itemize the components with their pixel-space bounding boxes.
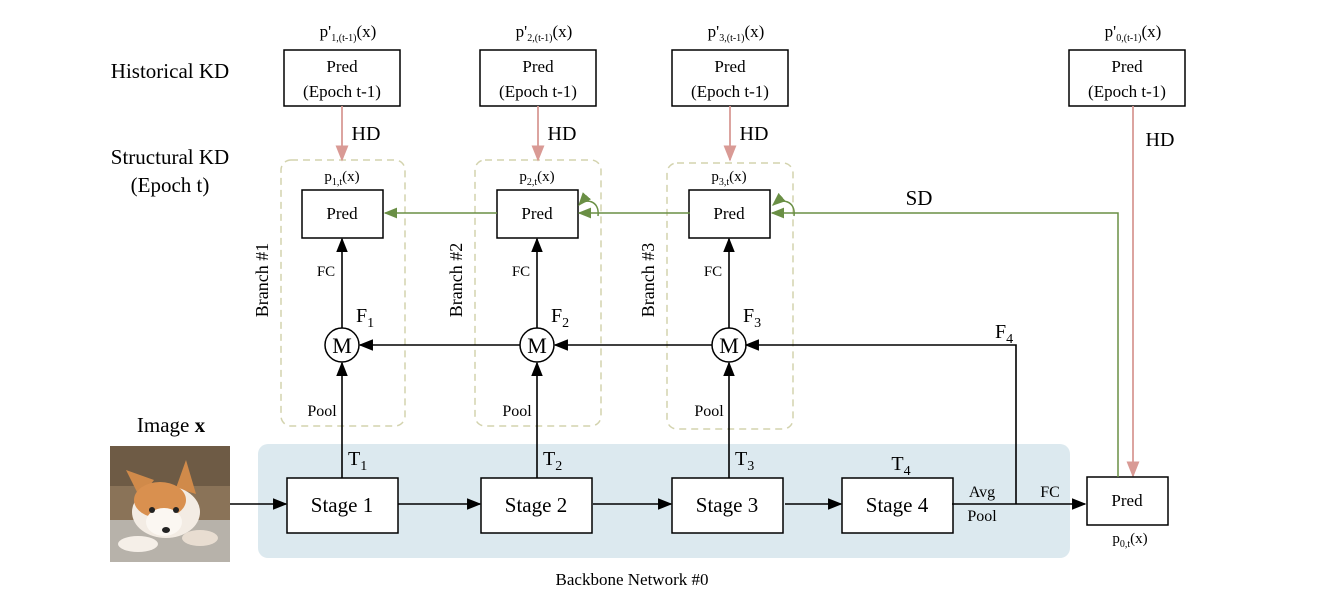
historical-pred-2: p'3,(t-1)(x) Pred (Epoch t-1) HD [671, 22, 789, 162]
branch-name: Branch #2 [446, 243, 466, 317]
historical-pred-0: p'1,(t-1)(x) Pred (Epoch t-1) HD [283, 22, 401, 162]
historical-pred-box [671, 49, 789, 107]
branch-pred-label: p2,t(x) [519, 169, 554, 188]
sd-label: SD [906, 186, 933, 210]
backbone-label: Backbone Network #0 [556, 570, 709, 589]
branch-pred-text: Pred [326, 204, 358, 223]
branch-name: Branch #1 [252, 243, 272, 317]
stage-box [286, 477, 399, 534]
branch-pred-box [688, 189, 771, 239]
historical-pred-line1: Pred [522, 57, 554, 76]
historical-pred-line2: (Epoch t-1) [1088, 82, 1166, 101]
stage-label: Stage 2 [505, 493, 567, 517]
sd-curl-branch2 [578, 192, 599, 217]
historical-pred-label: p'2,(t-1)(x) [516, 22, 573, 44]
stage-2: Stage 2 [480, 477, 593, 534]
merge-node-label: M [719, 333, 739, 358]
sd-curl-branch3 [771, 192, 795, 217]
final-pred-box [1086, 476, 1169, 526]
branch-3-region [666, 162, 794, 430]
tap-label: T2 [543, 448, 562, 474]
historical-pred-line2: (Epoch t-1) [303, 82, 381, 101]
branch-pred-label: p1,t(x) [324, 169, 359, 188]
pool-label: Pool [694, 403, 724, 420]
historical-pred-3: p'0,(t-1)(x) Pred (Epoch t-1) HD [1068, 22, 1186, 478]
historical-pred-box [1068, 49, 1186, 107]
tap-label: T1 [348, 448, 367, 474]
stage-box [480, 477, 593, 534]
stage-1: Stage 1 [286, 477, 399, 534]
stage-label: Stage 4 [866, 493, 929, 517]
branch-pred-text: Pred [521, 204, 553, 223]
feature-label: F2 [551, 305, 569, 331]
historical-pred-label: p'3,(t-1)(x) [708, 22, 765, 44]
stage-label: Stage 3 [696, 493, 758, 517]
branch-pred-label: p3,t(x) [711, 169, 746, 188]
avg-pool-label-1: Avg [969, 484, 995, 501]
f4-arrow [744, 339, 1017, 504]
hd-label: HD [740, 123, 769, 145]
f4-label: F4 [995, 321, 1013, 347]
corgi-image [110, 446, 230, 562]
branch-pred-text: Pred [713, 204, 745, 223]
feature-label: F1 [356, 305, 374, 331]
historical-pred-line2: (Epoch t-1) [691, 82, 769, 101]
historical-pred-line1: Pred [1111, 57, 1143, 76]
branch-pred-box [301, 189, 384, 239]
hd-label: HD [352, 123, 381, 145]
historical-pred-1: p'2,(t-1)(x) Pred (Epoch t-1) HD [479, 22, 597, 162]
branch-pred-box [496, 189, 579, 239]
final-fc-label: FC [1040, 484, 1060, 501]
historical-pred-box [283, 49, 401, 107]
historical-pred-line1: Pred [714, 57, 746, 76]
pool-label: Pool [307, 403, 337, 420]
hd-label: HD [1146, 129, 1175, 151]
fc-label: FC [317, 264, 335, 280]
historical-pred-label: p'0,(t-1)(x) [1105, 22, 1162, 44]
historical-kd-label: Historical KD [111, 59, 229, 83]
sd-arrow [770, 207, 1119, 477]
final-p0t-label: p0,t(x) [1112, 531, 1147, 550]
final-pred-label: Pred [1111, 491, 1143, 510]
historical-pred-box [479, 49, 597, 107]
hd-label: HD [548, 123, 577, 145]
branch-name: Branch #3 [638, 243, 658, 317]
structural-kd-epoch-label: (Epoch t) [131, 173, 210, 197]
structural-kd-label: Structural KD [111, 145, 229, 169]
stage-box [841, 477, 954, 534]
t4-label: T4 [891, 453, 910, 479]
merge-node-label: M [527, 333, 547, 358]
tap-label: T3 [735, 448, 754, 474]
stage-3: Stage 3 [671, 477, 784, 534]
merge-node-label: M [332, 333, 352, 358]
feature-label: F3 [743, 305, 761, 331]
fc-label: FC [512, 264, 530, 280]
pool-label: Pool [502, 403, 532, 420]
stage-label: Stage 1 [311, 493, 373, 517]
fc-label: FC [704, 264, 722, 280]
image-label: Image x [137, 413, 206, 437]
historical-pred-label: p'1,(t-1)(x) [320, 22, 377, 44]
historical-pred-line1: Pred [326, 57, 358, 76]
stage-4: Stage 4 [841, 477, 954, 534]
historical-pred-line2: (Epoch t-1) [499, 82, 577, 101]
avg-pool-label-2: Pool [967, 508, 997, 525]
